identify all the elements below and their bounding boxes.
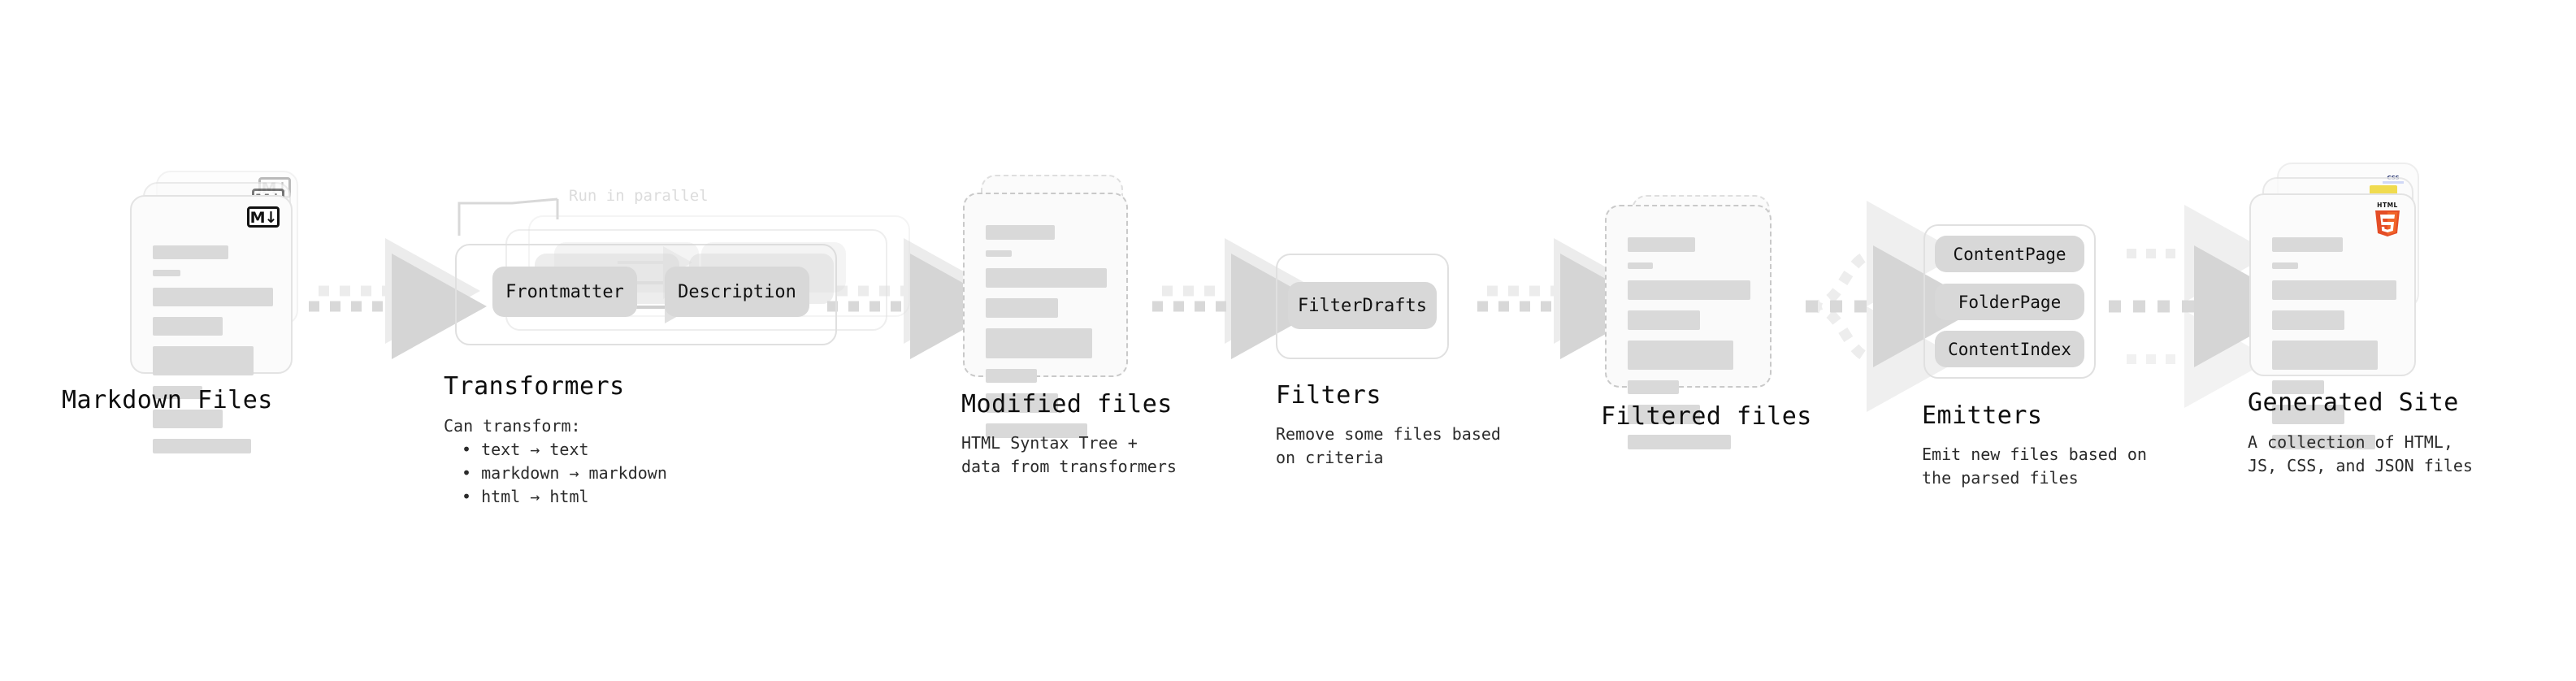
transformers-description: Can transform:	[444, 416, 581, 436]
emitters-title: Emitters	[1922, 401, 2043, 430]
markdown-icon: M↓	[247, 206, 280, 228]
transformers-title: Transformers	[444, 372, 625, 401]
arrow-filtered-to-emitters	[1806, 201, 1983, 412]
chip-contentpage[interactable]: ContentPage	[1935, 236, 2084, 272]
html5-icon: HTML	[2372, 200, 2403, 236]
run-in-parallel-label: Run in parallel	[569, 187, 709, 205]
transformers-bullet-0: • text → text	[462, 440, 589, 459]
markdown-files-title: Markdown Files	[62, 386, 273, 414]
chip-folderpage[interactable]: FolderPage	[1935, 284, 2084, 320]
arrow-modified-to-filters	[1152, 238, 1326, 359]
modified-skeleton	[986, 225, 1108, 438]
filters-title: Filters	[1276, 381, 1381, 410]
filtered-files-title: Filtered files	[1601, 402, 1812, 431]
filtered-skeleton	[1628, 237, 1752, 449]
arrow-filters-to-filtered	[1477, 238, 1655, 359]
chip-contentindex[interactable]: ContentIndex	[1935, 331, 2084, 367]
emitters-group	[1923, 224, 2096, 379]
svg-text:HTML: HTML	[2377, 202, 2398, 209]
modified-files-description: HTML Syntax Tree + data from transformer…	[961, 433, 1177, 476]
arrow-markdown-to-transformers	[309, 238, 487, 359]
arrow-emitters-to-site	[2109, 205, 2304, 408]
site-skeleton	[2272, 237, 2396, 449]
chip-frontmatter[interactable]: Frontmatter	[492, 267, 637, 317]
transformers-group	[455, 244, 837, 345]
emitters-description: Emit new files based on the parsed files	[1922, 445, 2147, 488]
filters-group	[1276, 254, 1449, 359]
site-card-front: HTML	[2249, 193, 2416, 449]
modified-files-title: Modified files	[961, 390, 1173, 419]
generated-site-title: Generated Site	[2248, 388, 2459, 417]
transformers-bullet-1: • markdown → markdown	[462, 463, 667, 483]
chip-description[interactable]: Description	[665, 267, 809, 317]
transformers-bullet-2: • html → html	[462, 487, 589, 506]
generated-site-description: A collection of HTML, JS, CSS, and JSON …	[2248, 432, 2473, 475]
markdown-skeleton	[153, 245, 273, 453]
filtered-card-front	[1605, 205, 1772, 449]
markdown-card-front: M↓	[130, 195, 293, 453]
filters-description: Remove some files based on criteria	[1276, 424, 1501, 467]
modified-card-front	[963, 193, 1128, 438]
chip-filterdrafts[interactable]: FilterDrafts	[1288, 282, 1437, 329]
